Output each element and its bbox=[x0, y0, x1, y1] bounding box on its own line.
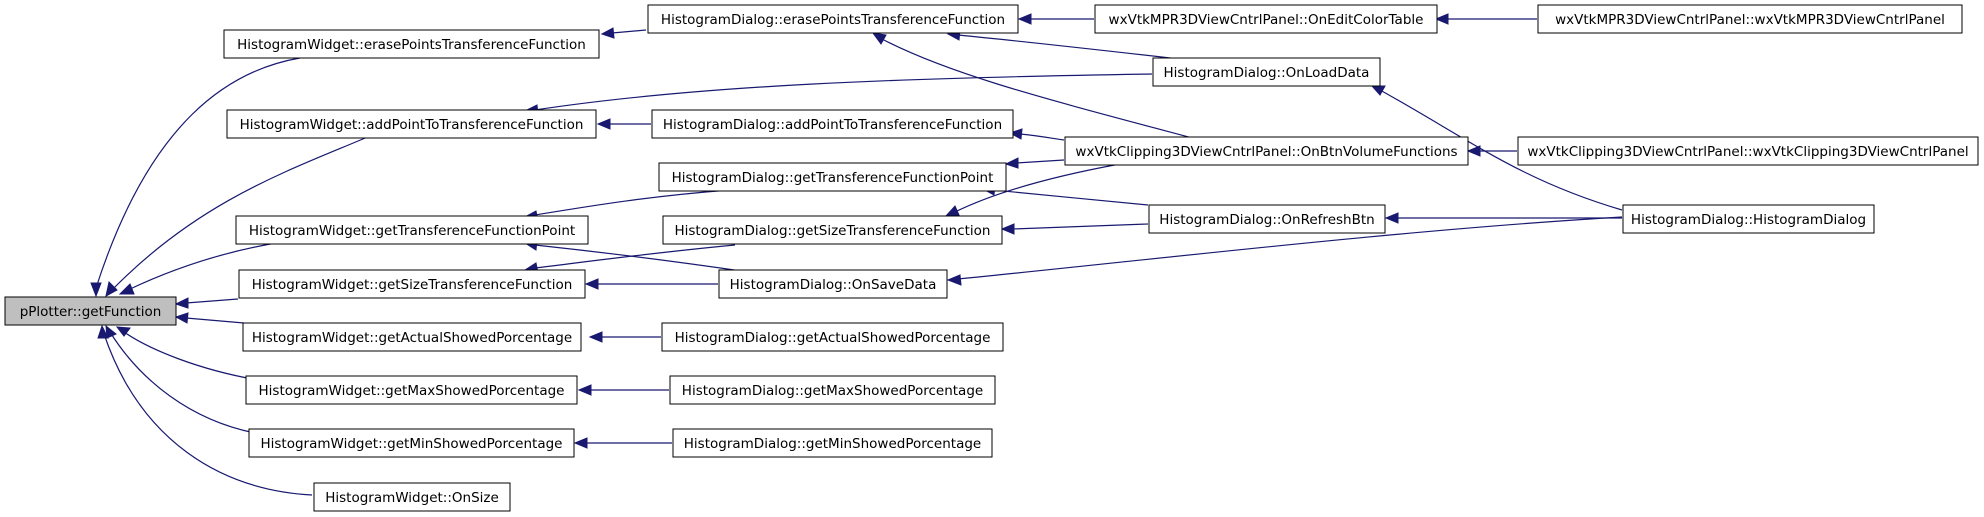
node-label: HistogramWidget::getTransferenceFunction… bbox=[249, 223, 575, 239]
edge-root-hw_getsize bbox=[174, 297, 239, 309]
edge-root-hw_erase bbox=[90, 57, 301, 298]
edge-hd_erase-hd_loaddata bbox=[946, 29, 1189, 61]
node-label: wxVtkClipping3DViewCntrlPanel::OnBtnVolu… bbox=[1075, 144, 1457, 160]
node-hw_max[interactable]: HistogramWidget::getMaxShowedPorcentage bbox=[245, 375, 578, 405]
nodes-layer: pPlotter::getFunction HistogramWidget::e… bbox=[4, 4, 1979, 512]
node-label: HistogramWidget::getMinShowedPorcentage bbox=[261, 436, 563, 452]
edge-mpr_onedit-mpr_ctor bbox=[1434, 13, 1537, 25]
edge-hd_erase-clip_onbtn bbox=[871, 32, 1201, 141]
edge-root-hw_onsize bbox=[97, 324, 313, 496]
edge-root-hw_max bbox=[115, 326, 259, 381]
node-label: pPlotter::getFunction bbox=[20, 304, 162, 320]
node-hd_erase[interactable]: HistogramDialog::erasePointsTransference… bbox=[647, 4, 1019, 34]
node-label: HistogramDialog::getActualShowedPorcenta… bbox=[675, 330, 991, 346]
node-hd_add[interactable]: HistogramDialog::addPointToTransferenceF… bbox=[651, 109, 1014, 139]
node-label: HistogramDialog::getTransferenceFunction… bbox=[672, 170, 994, 186]
node-hd_actual[interactable]: HistogramDialog::getActualShowedPorcenta… bbox=[661, 322, 1004, 352]
node-label: wxVtkMPR3DViewCntrlPanel::wxVtkMPR3DView… bbox=[1555, 12, 1945, 28]
edge-hd_refresh-hd_ctor bbox=[1384, 212, 1622, 224]
node-hw_actual[interactable]: HistogramWidget::getActualShowedPorcenta… bbox=[242, 322, 582, 352]
node-label: HistogramWidget::getSizeTransferenceFunc… bbox=[252, 277, 573, 293]
node-clip_ctor[interactable]: wxVtkClipping3DViewCntrlPanel::wxVtkClip… bbox=[1517, 136, 1979, 166]
edge-hw_getsize-hd_savedata bbox=[584, 278, 718, 290]
edges-layer bbox=[90, 13, 1623, 496]
edge-hd_getpoint-clip_onbtn bbox=[1004, 157, 1065, 169]
node-label: HistogramWidget::addPointToTransferenceF… bbox=[240, 117, 584, 133]
node-label: wxVtkClipping3DViewCntrlPanel::wxVtkClip… bbox=[1527, 144, 1968, 160]
edge-hd_getsize-hd_refresh bbox=[1000, 223, 1149, 235]
node-hd_min[interactable]: HistogramDialog::getMinShowedPorcentage bbox=[672, 428, 993, 458]
node-label: HistogramWidget::erasePointsTransference… bbox=[237, 37, 586, 53]
node-hw_onsize[interactable]: HistogramWidget::OnSize bbox=[313, 482, 511, 512]
node-label: wxVtkMPR3DViewCntrlPanel::OnEditColorTab… bbox=[1109, 12, 1424, 28]
node-hw_getsize[interactable]: HistogramWidget::getSizeTransferenceFunc… bbox=[238, 269, 586, 299]
node-label: HistogramWidget::getActualShowedPorcenta… bbox=[252, 330, 572, 346]
edge-hd_erase-mpr_onedit bbox=[1017, 13, 1094, 25]
edge-root-hw_add bbox=[105, 135, 371, 297]
node-hw_getpoint[interactable]: HistogramWidget::getTransferenceFunction… bbox=[235, 215, 589, 245]
edge-hd_savedata-hd_ctor bbox=[946, 216, 1623, 286]
edge-hd_add-clip_onbtn bbox=[1008, 128, 1065, 141]
edge-hw_max-hd_max bbox=[577, 384, 669, 396]
node-label: HistogramDialog::OnLoadData bbox=[1164, 65, 1370, 81]
node-hw_add[interactable]: HistogramWidget::addPointToTransferenceF… bbox=[226, 109, 597, 139]
node-label: HistogramDialog::erasePointsTransference… bbox=[661, 12, 1005, 28]
node-hw_min[interactable]: HistogramWidget::getMinShowedPorcentage bbox=[248, 428, 575, 458]
node-label: HistogramDialog::getMaxShowedPorcentage bbox=[682, 383, 983, 399]
edge-hw_actual-hd_actual bbox=[588, 331, 661, 343]
edge-hw_getsize-hd_getsize bbox=[523, 244, 736, 274]
node-root[interactable]: pPlotter::getFunction bbox=[4, 296, 177, 326]
node-hd_refresh[interactable]: HistogramDialog::OnRefreshBtn bbox=[1148, 204, 1386, 234]
node-hw_erase[interactable]: HistogramWidget::erasePointsTransference… bbox=[223, 29, 600, 59]
node-label: HistogramWidget::OnSize bbox=[325, 490, 499, 506]
node-mpr_onedit[interactable]: wxVtkMPR3DViewCntrlPanel::OnEditColorTab… bbox=[1094, 4, 1438, 34]
edge-root-hw_actual bbox=[174, 312, 245, 324]
node-label: HistogramDialog::getSizeTransferenceFunc… bbox=[674, 223, 990, 239]
node-hd_getpoint[interactable]: HistogramDialog::getTransferenceFunction… bbox=[658, 162, 1007, 192]
node-label: HistogramDialog::HistogramDialog bbox=[1631, 212, 1866, 228]
edge-hd_getpoint-hd_refresh bbox=[981, 184, 1149, 206]
edge-root-hw_getpoint bbox=[118, 241, 283, 295]
edge-hw_min-hd_min bbox=[573, 437, 672, 449]
edge-root-hw_min bbox=[105, 324, 256, 434]
edge-hw_add-hd_loaddata bbox=[523, 73, 1153, 116]
node-mpr_ctor[interactable]: wxVtkMPR3DViewCntrlPanel::wxVtkMPR3DView… bbox=[1537, 4, 1963, 34]
node-hd_ctor[interactable]: HistogramDialog::HistogramDialog bbox=[1622, 204, 1875, 234]
edge-hw_erase-hd_erase bbox=[600, 27, 647, 39]
node-label: HistogramDialog::OnRefreshBtn bbox=[1159, 212, 1374, 228]
node-hd_max[interactable]: HistogramDialog::getMaxShowedPorcentage bbox=[669, 375, 996, 405]
node-label: HistogramWidget::getMaxShowedPorcentage bbox=[259, 383, 565, 399]
edge-hw_add-hd_add bbox=[596, 118, 651, 130]
node-clip_onbtn[interactable]: wxVtkClipping3DViewCntrlPanel::OnBtnVolu… bbox=[1064, 136, 1469, 166]
node-hd_getsize[interactable]: HistogramDialog::getSizeTransferenceFunc… bbox=[662, 215, 1003, 245]
node-label: HistogramDialog::OnSaveData bbox=[730, 277, 937, 293]
node-hd_savedata[interactable]: HistogramDialog::OnSaveData bbox=[718, 269, 948, 299]
node-label: HistogramDialog::addPointToTransferenceF… bbox=[663, 117, 1002, 133]
node-label: HistogramDialog::getMinShowedPorcentage bbox=[684, 436, 981, 452]
node-hd_loaddata[interactable]: HistogramDialog::OnLoadData bbox=[1152, 57, 1381, 87]
